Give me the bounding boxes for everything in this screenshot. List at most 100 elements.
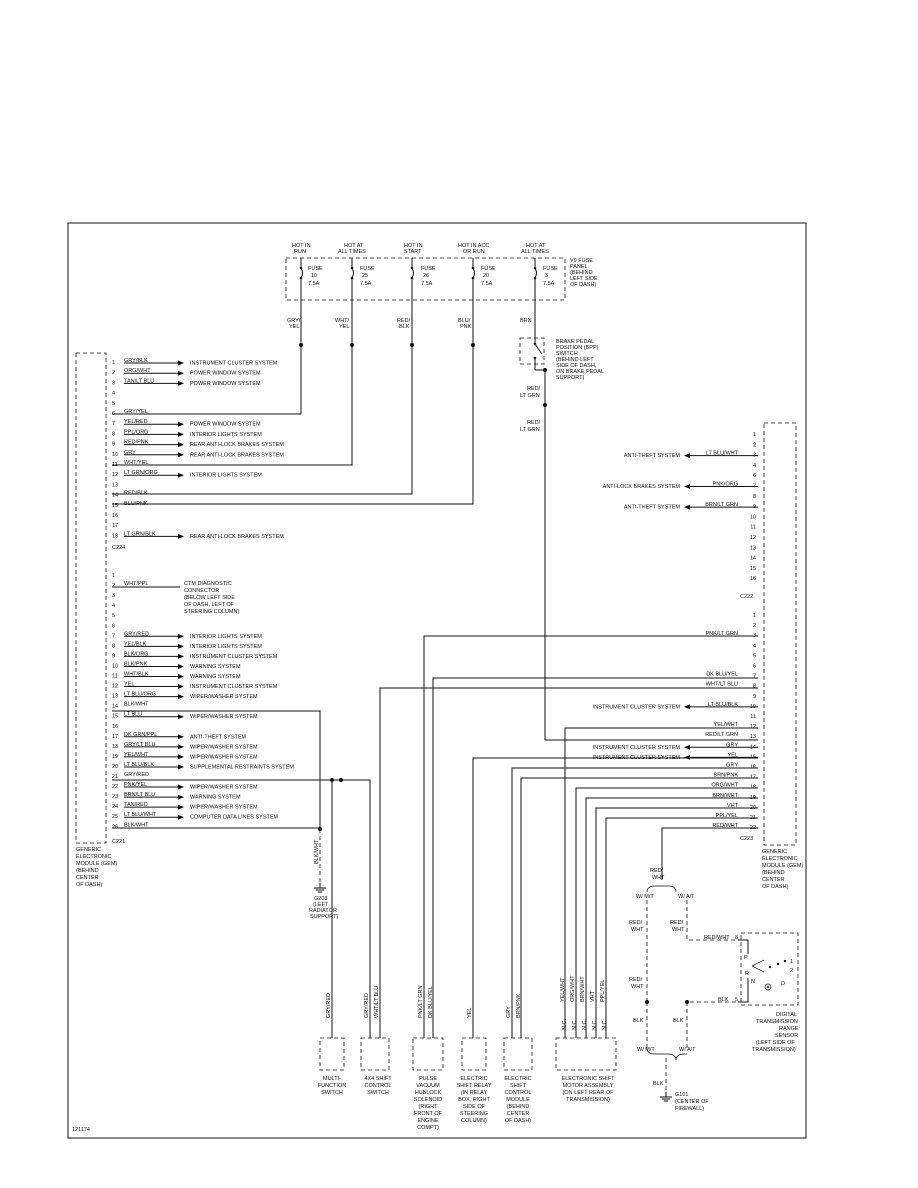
- pin-number: 8: [112, 431, 115, 437]
- svg-text:CONTROL: CONTROL: [505, 1090, 532, 1096]
- svg-text:MODULE (GEM): MODULE (GEM): [762, 863, 803, 869]
- svg-text:OF DASH): OF DASH): [505, 1118, 531, 1124]
- pin-wire-color: DK BLU/YEL: [706, 672, 738, 678]
- pin-number: 16: [112, 513, 118, 519]
- pin-number: 13: [112, 694, 118, 700]
- pin-number: 12: [112, 472, 118, 478]
- pin-number: 4: [753, 463, 756, 469]
- svg-text:MODULE: MODULE: [506, 1097, 530, 1103]
- pin-row-13: 13: [750, 545, 756, 551]
- pin-number: 1: [753, 613, 756, 619]
- pin-wire-color: BRN/PNK: [714, 773, 739, 779]
- pin-number: 14: [750, 556, 756, 562]
- pin-wire-color: WHT/LT BLU: [706, 682, 738, 688]
- wire-red-wht: [661, 827, 758, 880]
- pin-number: 13: [750, 734, 756, 740]
- pin-wire-color: TAN/LT BLU: [124, 378, 154, 384]
- pin-number: 24: [112, 804, 118, 810]
- pin-row-16: 16: [750, 576, 756, 582]
- pin-wire-color: BLK/WHT: [124, 702, 149, 708]
- pin-number: 15: [112, 714, 118, 720]
- svg-text:ON BRAKE PEDAL: ON BRAKE PEDAL: [556, 369, 604, 375]
- pin-number: 15: [750, 566, 756, 572]
- pin-number: 7: [753, 674, 756, 680]
- system-reference: INTERIOR LIGHTS SYSTEM: [190, 473, 262, 479]
- bpp-switch: BRAKE PEDAL POSITION (BPP) SWITCH (BEHIN…: [519, 337, 604, 740]
- svg-text:FUSE: FUSE: [543, 266, 558, 272]
- pin-wire-color: LT GRN/ORG: [124, 470, 158, 476]
- svg-text:DK BLU/YEL: DK BLU/YEL: [428, 986, 434, 1018]
- system-reference: WIPER/WASHER SYSTEM: [190, 754, 258, 760]
- svg-text:RED/WHT: RED/WHT: [704, 935, 730, 941]
- svg-text:ELECTRONIC: ELECTRONIC: [76, 854, 111, 860]
- pin-number: 4: [753, 643, 756, 649]
- svg-text:N.C.: N.C.: [592, 1019, 598, 1030]
- svg-text:4X4 SHIFT: 4X4 SHIFT: [364, 1076, 392, 1082]
- pin-wire-color: LT BLU/WHT: [124, 812, 157, 818]
- fuse-26: HOT IN START FUSE 26 7.5A RED/ BLK: [397, 243, 436, 347]
- svg-text:FUSE: FUSE: [421, 266, 436, 272]
- svg-text:HOT AT: HOT AT: [344, 243, 364, 249]
- pin-number: 15: [112, 503, 118, 509]
- svg-text:BRN/WHT: BRN/WHT: [580, 976, 586, 1002]
- pin-row-5: 5: [112, 401, 115, 407]
- svg-text:YEL: YEL: [467, 1008, 473, 1018]
- ground-g203-wire: BLK/WHT: [314, 839, 320, 864]
- svg-text:FUSE: FUSE: [360, 266, 375, 272]
- svg-text:G203: G203: [314, 896, 327, 902]
- pin-row-15: 15: [750, 566, 756, 572]
- pin-row-7: 7 DK BLU/YEL: [706, 672, 756, 680]
- pin-wire-color: TAN/RED: [124, 802, 148, 808]
- svg-text:ELECTRIC: ELECTRIC: [504, 1076, 531, 1082]
- pin-number: 25: [112, 814, 118, 820]
- system-reference: INSTRUMENT CLUSTER SYSTEM: [190, 684, 278, 690]
- pin-number: 7: [112, 633, 115, 639]
- svg-text:MULTI-: MULTI-: [323, 1076, 341, 1082]
- svg-text:SWITCH: SWITCH: [321, 1090, 343, 1096]
- system-reference: INTERIOR LIGHTS SYSTEM: [190, 634, 262, 640]
- system-reference: WIPER/WASHER SYSTEM: [190, 694, 258, 700]
- svg-text:RED/: RED/: [650, 868, 664, 874]
- system-reference: INTERIOR LIGHTS SYSTEM: [190, 432, 262, 438]
- svg-text:25: 25: [362, 273, 368, 279]
- svg-text:FUSE: FUSE: [308, 266, 323, 272]
- svg-text:YEL/WHT: YEL/WHT: [560, 977, 566, 1002]
- pin-row-5: 5: [753, 653, 756, 659]
- svg-text:GENERIC: GENERIC: [762, 849, 787, 855]
- pin-number: 17: [112, 523, 118, 529]
- pin-number: 10: [112, 663, 118, 669]
- svg-text:5: 5: [735, 997, 738, 1003]
- svg-text:W/ M/T: W/ M/T: [636, 894, 654, 900]
- svg-text:COLUMN): COLUMN): [461, 1118, 487, 1124]
- svg-text:(CENTER OF: (CENTER OF: [675, 1099, 709, 1105]
- svg-text:PANEL: PANEL: [570, 264, 588, 270]
- svg-text:STEERING COLUMN): STEERING COLUMN): [184, 609, 239, 615]
- pin-wire-color: GRY: [726, 742, 738, 748]
- system-reference: INTERIOR LIGHTS SYSTEM: [190, 644, 262, 650]
- svg-text:HOT IN ACC: HOT IN ACC: [458, 243, 489, 249]
- pin-number: 13: [750, 545, 756, 551]
- svg-text:3: 3: [545, 273, 548, 279]
- system-reference: WIPER/WASHER SYSTEM: [190, 744, 258, 750]
- svg-text:VHT: VHT: [590, 990, 596, 1002]
- svg-text:20: 20: [483, 273, 489, 279]
- pin-row-9: 9: [753, 694, 756, 700]
- svg-text:(BEHIND: (BEHIND: [570, 270, 593, 276]
- svg-text:W/ M/T: W/ M/T: [637, 1047, 655, 1053]
- svg-text:(LEFT: (LEFT: [313, 902, 329, 908]
